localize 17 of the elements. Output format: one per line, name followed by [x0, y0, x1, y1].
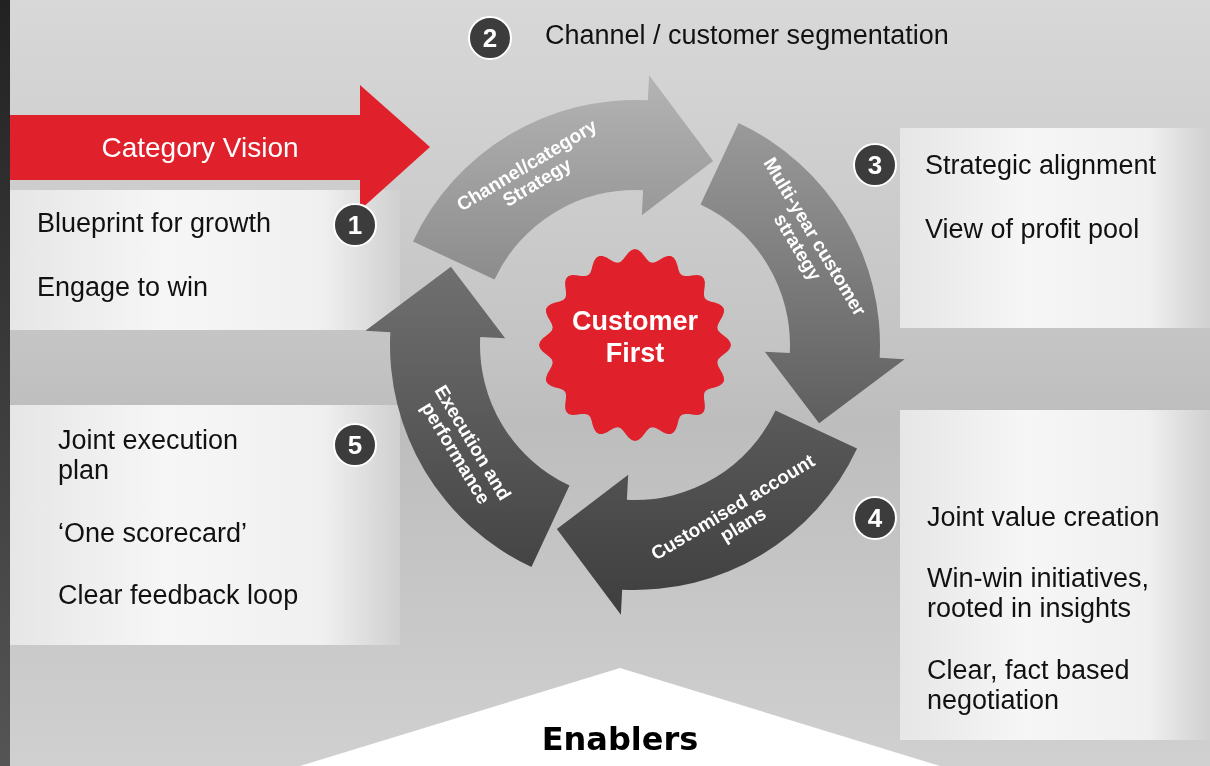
number-badge: 2: [468, 16, 512, 60]
number-badge: 3: [853, 143, 897, 187]
bullet-text: Channel / customer segmentation: [545, 20, 950, 51]
bullet-text: Joint value creation: [927, 502, 1161, 533]
bullet-text: Blueprint for growth: [37, 208, 273, 239]
bullet-text: Clear, fact based negotiation: [927, 655, 1131, 716]
bullet-text: Engage to win: [37, 272, 210, 303]
bullet-text: ‘One scorecard’: [58, 518, 249, 549]
bullet-text: Win-win initiatives, rooted in insights: [927, 563, 1151, 624]
bullet-text: Clear feedback loop: [58, 580, 300, 611]
number-badge: 4: [853, 496, 897, 540]
bullet-text: View of profit pool: [925, 214, 1141, 245]
bullet-text: Strategic alignment: [925, 150, 1158, 181]
arrow-label: Category Vision: [100, 130, 300, 165]
bullet-text: Joint execution plan: [58, 425, 240, 486]
section-heading: Enablers: [540, 720, 700, 759]
badge-label: Customer First: [571, 305, 699, 370]
